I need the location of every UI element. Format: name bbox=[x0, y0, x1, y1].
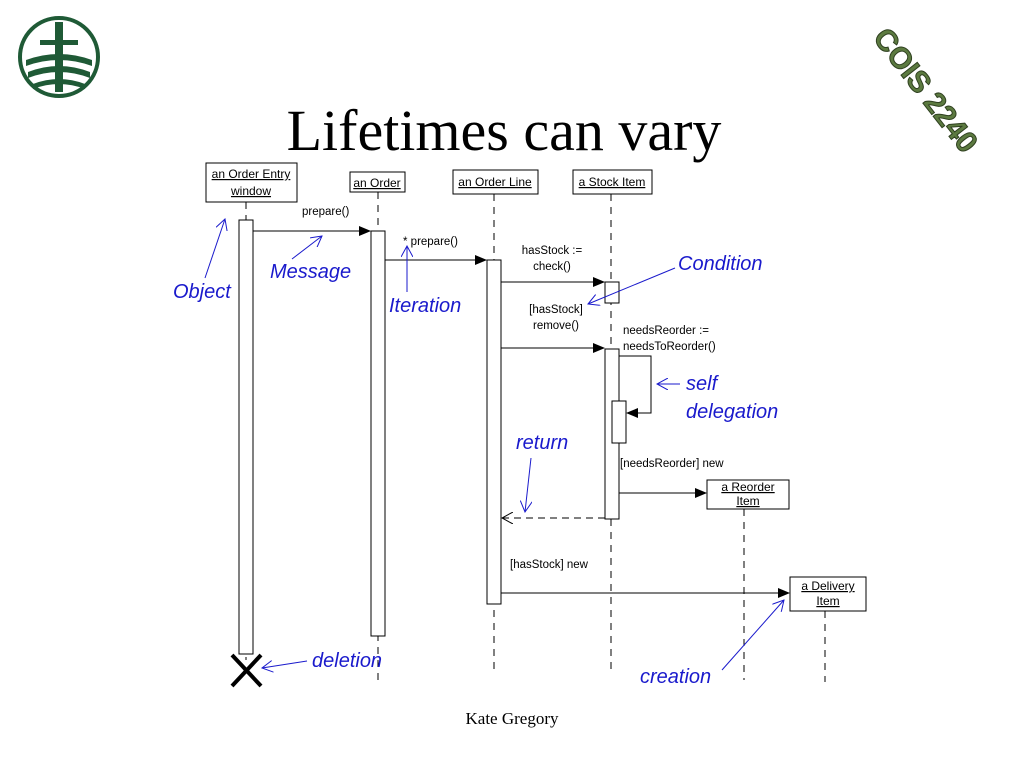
annotation-self-2: delegation bbox=[686, 401, 778, 423]
message-self-label-2: needsToReorder() bbox=[623, 341, 716, 353]
annotation-creation: creation bbox=[640, 666, 711, 688]
object-label: an Order Entry bbox=[212, 167, 291, 181]
object-label: a Delivery bbox=[801, 579, 854, 593]
message-self-label-1: needsReorder := bbox=[623, 325, 709, 337]
object-reorder-item: a Reorder Item bbox=[706, 479, 790, 510]
object-label: Item bbox=[816, 594, 839, 608]
slide-footer: Kate Gregory bbox=[466, 709, 559, 728]
object-label: a Reorder bbox=[721, 480, 774, 494]
message-iter-prepare-label: * prepare() bbox=[403, 236, 458, 248]
object-order-line: an Order Line bbox=[452, 169, 539, 195]
activation-self-call bbox=[611, 400, 627, 444]
annotation-deletion: deletion bbox=[312, 650, 382, 672]
object-order-entry-window: an Order Entry window bbox=[205, 162, 298, 203]
message-remove-label-2: remove() bbox=[533, 320, 579, 332]
object-label: window bbox=[230, 184, 271, 198]
activation-order-line bbox=[486, 259, 502, 605]
annotation-self-1: self bbox=[686, 373, 720, 395]
message-check-label-1: hasStock := bbox=[522, 245, 583, 257]
college-logo bbox=[18, 16, 100, 98]
slide-title: Lifetimes can vary bbox=[287, 98, 722, 163]
annotation-object: Object bbox=[173, 281, 232, 303]
object-delivery-item: a Delivery Item bbox=[789, 576, 867, 612]
activation-order-entry-window bbox=[238, 219, 254, 655]
course-badge: COIS 2240 bbox=[866, 21, 984, 159]
message-new-delivery-label: [hasStock] new bbox=[510, 559, 589, 571]
object-label: Item bbox=[736, 494, 759, 508]
object-stock-item: a Stock Item bbox=[572, 169, 653, 195]
annotation-return: return bbox=[516, 432, 568, 454]
course-badge-text: COIS 2240 bbox=[866, 22, 983, 159]
annotation-condition-pointer bbox=[588, 267, 676, 304]
annotation-deletion-pointer bbox=[262, 661, 308, 668]
message-check-label-2: check() bbox=[533, 261, 571, 273]
annotation-creation-pointer bbox=[721, 600, 784, 671]
object-order: an Order bbox=[349, 171, 406, 193]
activation-order bbox=[370, 230, 386, 637]
message-prepare-label: prepare() bbox=[302, 206, 349, 218]
annotation-object-pointer bbox=[204, 219, 225, 279]
annotation-iteration: Iteration bbox=[389, 295, 461, 317]
object-label: an Order Line bbox=[458, 175, 532, 189]
activation-stock-check bbox=[604, 281, 620, 304]
message-self-arrow bbox=[619, 355, 652, 418]
message-remove-label-1: [hasStock] bbox=[529, 304, 583, 316]
message-new-reorder-label: [needsReorder] new bbox=[620, 458, 724, 470]
annotation-message: Message bbox=[270, 261, 351, 283]
object-label: an Order bbox=[353, 176, 400, 190]
object-label: a Stock Item bbox=[579, 175, 646, 189]
annotation-condition: Condition bbox=[678, 253, 763, 275]
annotation-return-pointer bbox=[525, 457, 531, 512]
annotation-message-pointer bbox=[291, 236, 322, 260]
deletion-mark bbox=[230, 653, 263, 688]
